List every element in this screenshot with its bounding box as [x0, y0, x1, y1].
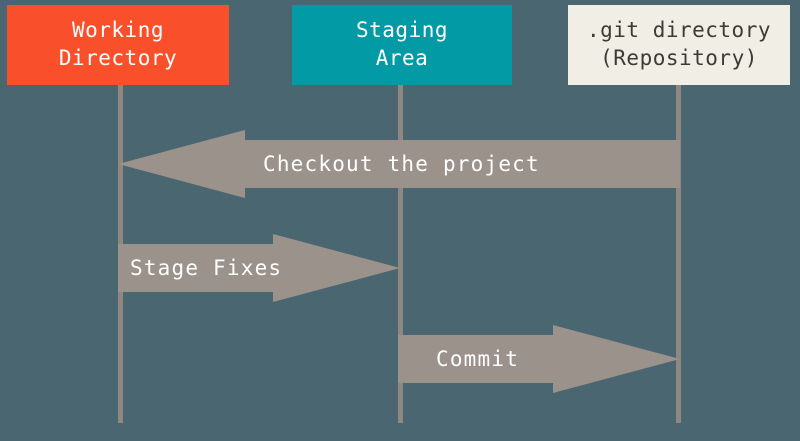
node-staging-area: Staging Area — [292, 5, 512, 85]
arrow-left-icon — [118, 130, 680, 198]
arrow-right-icon — [398, 325, 680, 393]
arrow-commit: Commit — [398, 324, 680, 394]
arrow-stage-fixes: Stage Fixes — [118, 233, 400, 303]
node-staging-area-line2: Area — [375, 46, 429, 70]
node-git-directory: .git directory (Repository) — [568, 5, 790, 85]
arrow-checkout-the-project: Checkout the project — [118, 129, 680, 199]
node-git-directory-line1: .git directory — [586, 18, 771, 43]
lifeline-git-directory — [676, 85, 681, 423]
lifeline-staging-area — [398, 85, 403, 423]
arrow-right-icon — [118, 234, 400, 302]
node-staging-area-line1: Staging — [355, 18, 448, 43]
node-working-directory: Working Directory — [7, 5, 229, 85]
node-working-directory-line2: Directory — [58, 46, 178, 70]
node-git-directory-line2: (Repository) — [600, 46, 758, 70]
node-working-directory-line1: Working — [71, 18, 164, 43]
